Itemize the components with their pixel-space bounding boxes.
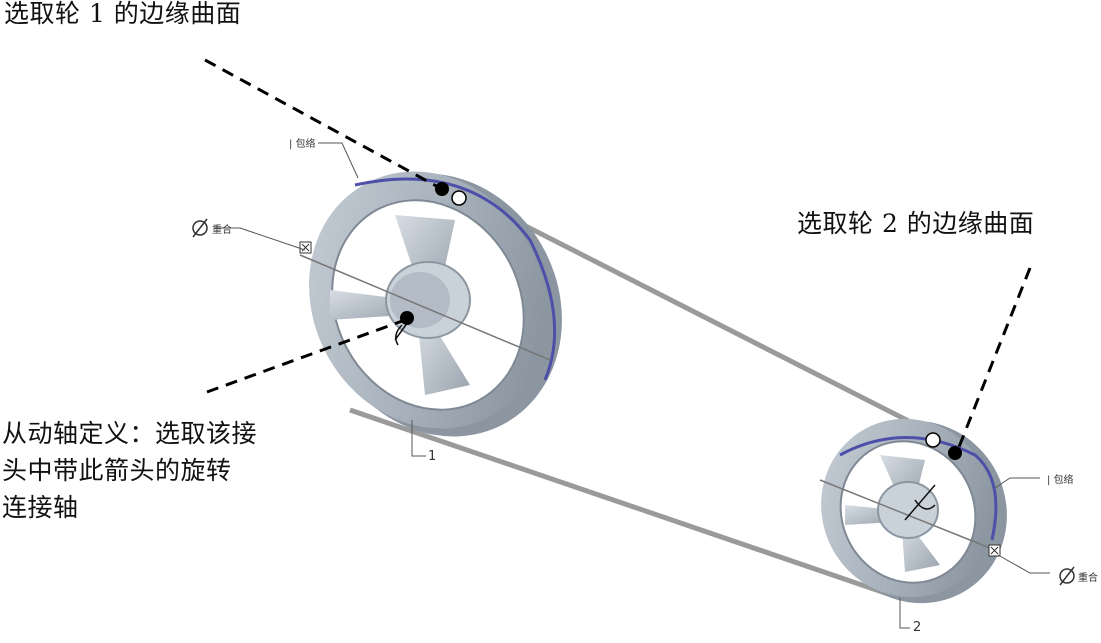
coincident-icon <box>192 218 1075 586</box>
leader-lines <box>204 58 1032 453</box>
callout-wheel2-surface: 选取轮 2 的边缘曲面 <box>797 209 1035 238</box>
selection-markers <box>299 182 1001 557</box>
wrap-label-1-text: 包络 <box>295 139 316 150</box>
wheel-2 <box>819 418 1007 604</box>
coincident-label-2: 重合 <box>1078 573 1098 584</box>
wrap-label-2: | 包络 <box>1047 475 1074 486</box>
callout-driven-axis-line1: 从动轴定义：选取该接 <box>2 419 258 448</box>
model-leaders <box>214 142 1050 629</box>
callout-wheel1-surface: 选取轮 1 的边缘曲面 <box>4 0 242 28</box>
callout-driven-axis-line2: 头中带此箭头的旋转 <box>2 456 232 485</box>
wrap-label-1: | 包络 <box>289 139 316 150</box>
wheel-1 <box>299 171 562 437</box>
part-label-2: 2 <box>913 620 922 635</box>
part-label-1: 1 <box>428 449 437 464</box>
rotation-arrow-icon <box>394 321 936 521</box>
callout-driven-axis-line3: 连接轴 <box>2 493 79 522</box>
belt <box>349 187 932 601</box>
coincident-label-1: 重合 <box>212 225 232 236</box>
wrap-label-2-text: 包络 <box>1053 475 1074 486</box>
